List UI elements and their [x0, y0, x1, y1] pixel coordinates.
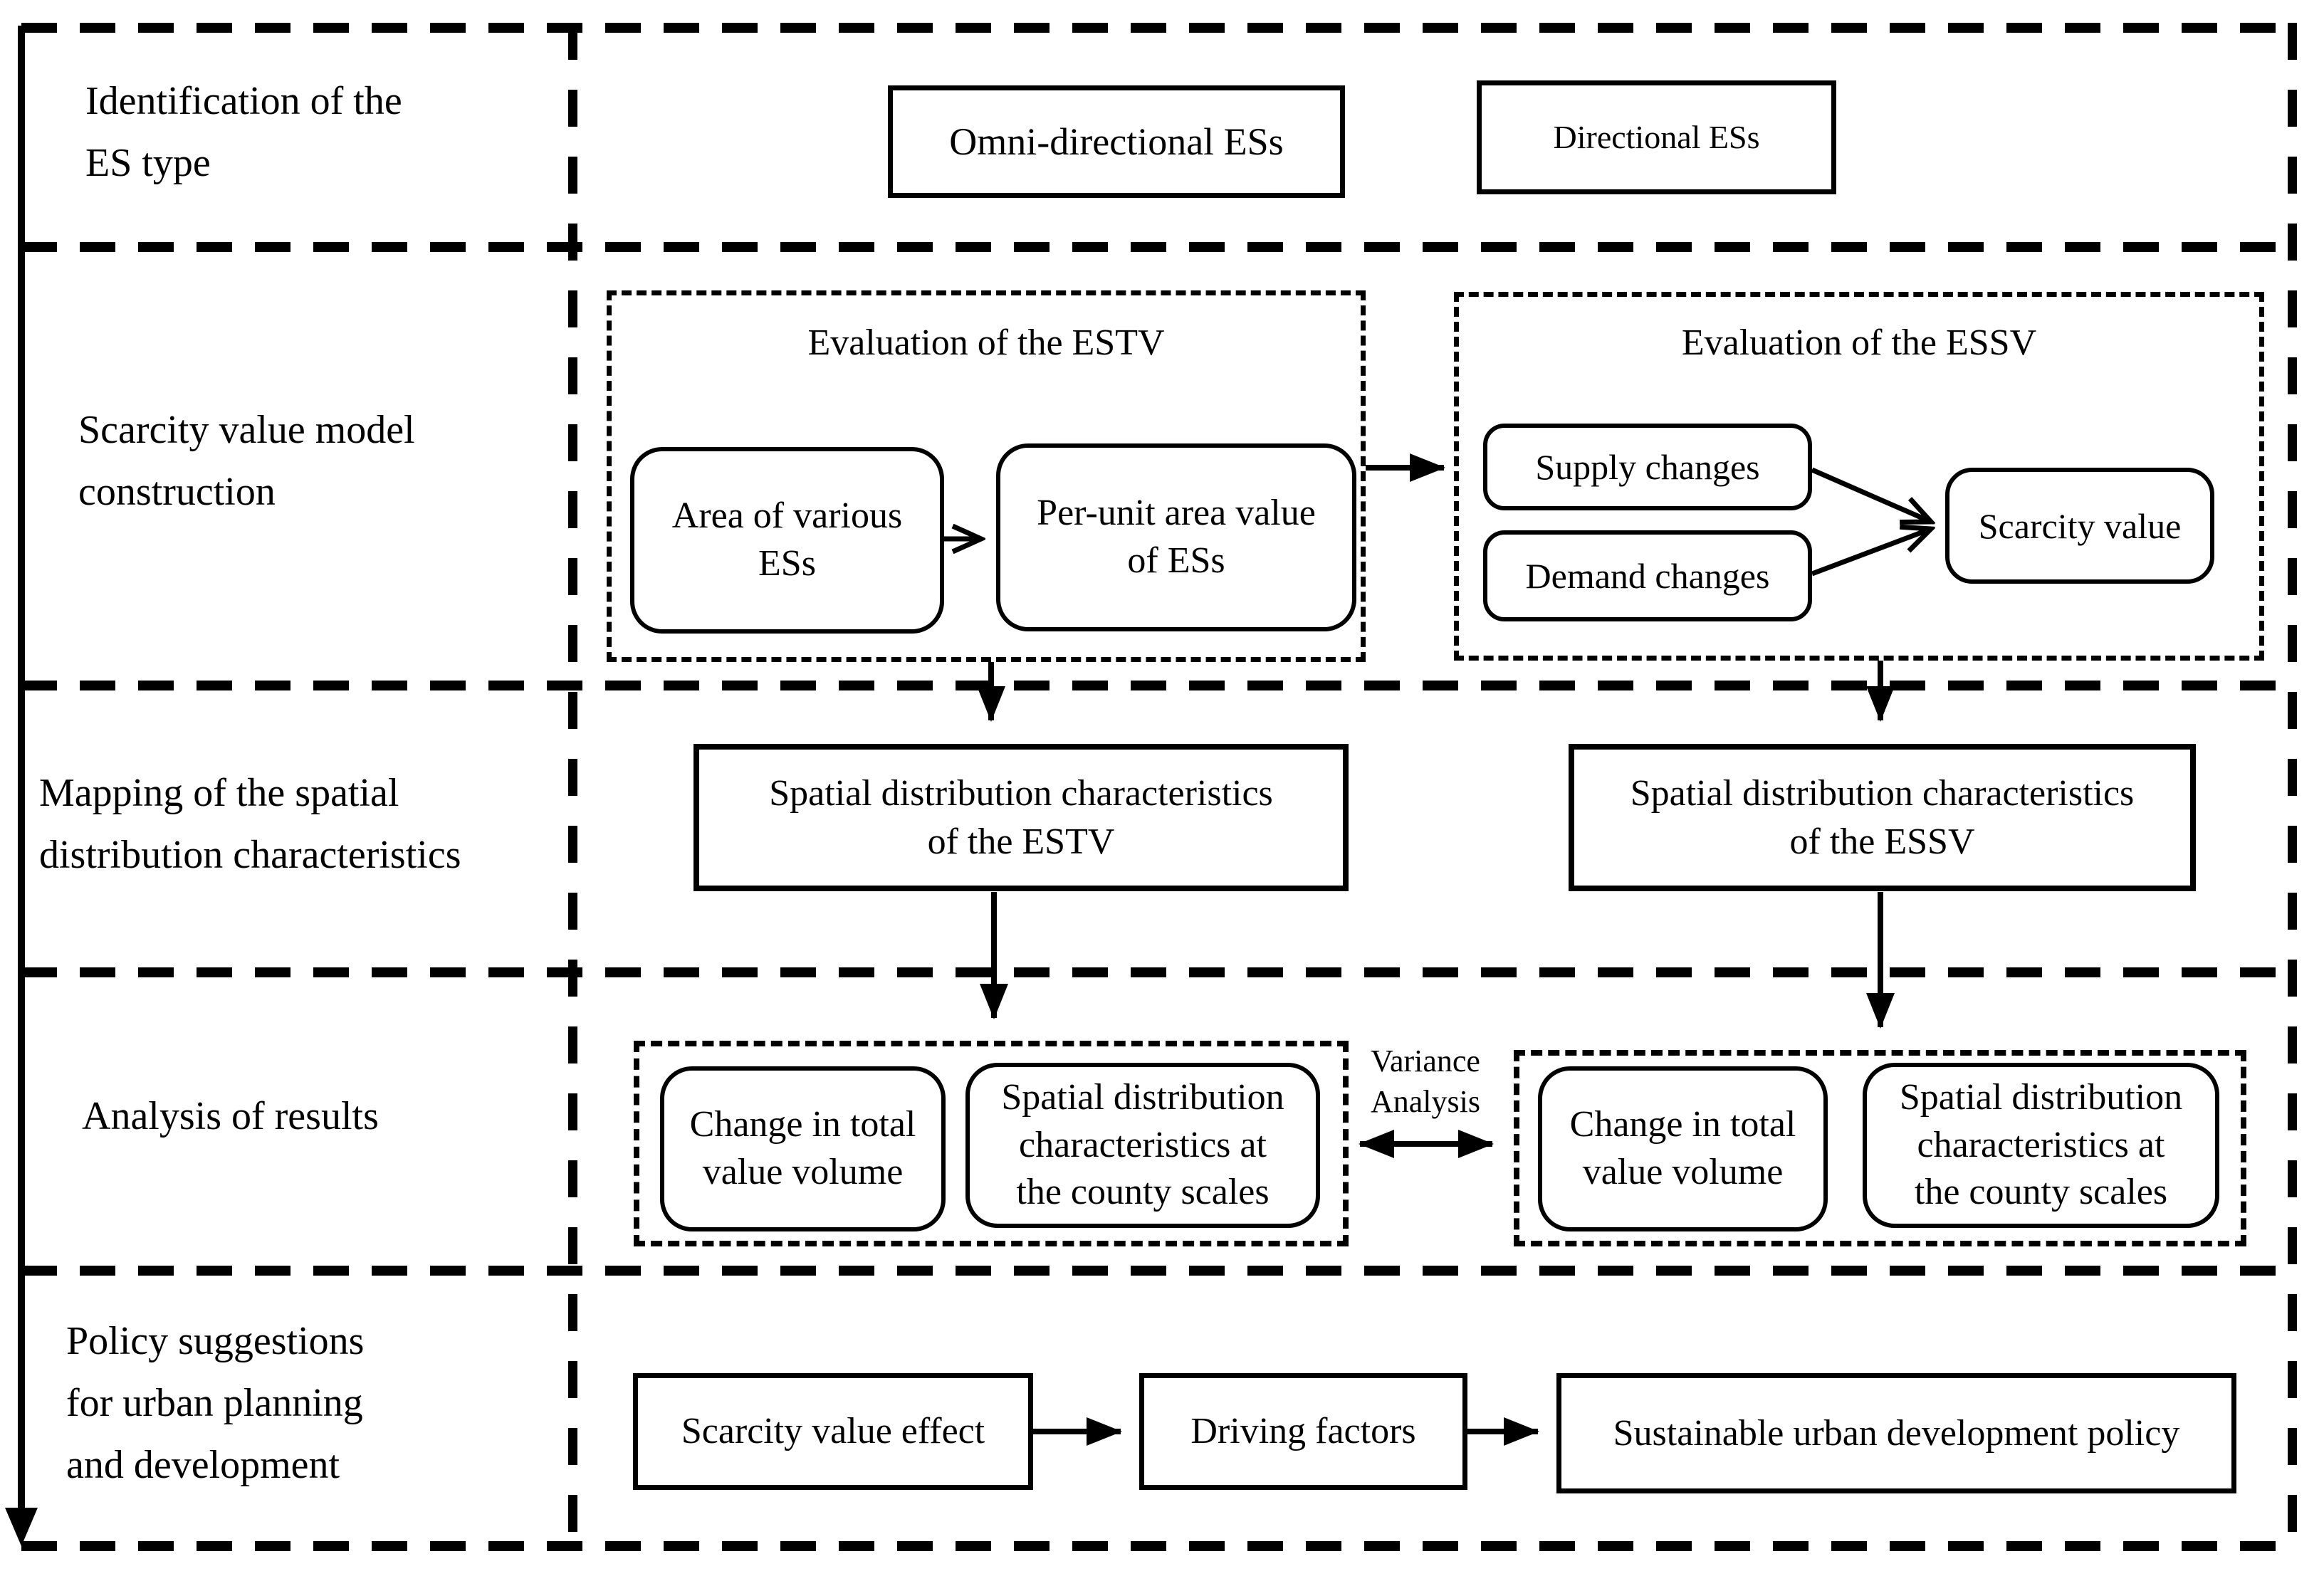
- row-divider-1: [21, 242, 2297, 252]
- change-total-value-box-left: Change in total value volume: [660, 1066, 946, 1231]
- variance-analysis-label: Variance Analysis: [1371, 1044, 1480, 1120]
- row-label-policy: Policy suggestions for urban planning an…: [66, 1319, 365, 1487]
- scarcity-value-box: Scarcity value: [1945, 468, 2214, 584]
- estv-evaluation-title: Evaluation of the ESTV: [807, 322, 1165, 363]
- county-scale-characteristics-box-left: Spatial distribution characteristics at …: [965, 1063, 1320, 1228]
- supply-changes-box: Supply changes: [1483, 424, 1812, 510]
- border-right-line: [2288, 23, 2297, 1551]
- row-divider-4: [21, 1266, 2297, 1276]
- area-of-es-box: Area of various ESs: [630, 447, 944, 634]
- row-label-analysis: Analysis of results: [82, 1094, 379, 1139]
- label-column-divider: [568, 23, 577, 1551]
- row-divider-3: [21, 967, 2297, 977]
- county-scale-characteristics-box-right: Spatial distribution characteristics at …: [1863, 1063, 2219, 1228]
- spatial-characteristics-essv-box: Spatial distribution characteristics of …: [1569, 744, 2196, 891]
- scarcity-value-effect-box: Scarcity value effect: [633, 1373, 1033, 1490]
- spatial-characteristics-estv-box: Spatial distribution characteristics of …: [693, 744, 1349, 891]
- per-unit-area-value-box: Per-unit area value of ESs: [996, 443, 1356, 631]
- change-total-value-box-right: Change in total value volume: [1538, 1066, 1828, 1231]
- estv-evaluation-group: [607, 290, 1366, 662]
- row-label-model-construction: Scarcity value model construction: [78, 408, 415, 514]
- border-top-line: [21, 23, 2297, 33]
- omni-directional-es-box: Omni-directional ESs: [888, 85, 1345, 198]
- border-bottom-line: [21, 1541, 2297, 1551]
- row-divider-2: [21, 681, 2297, 690]
- demand-changes-box: Demand changes: [1483, 530, 1812, 621]
- sustainable-policy-box: Sustainable urban development policy: [1556, 1373, 2236, 1493]
- essv-evaluation-group: [1454, 292, 2264, 661]
- essv-evaluation-title: Evaluation of the ESSV: [1681, 322, 2037, 363]
- row-label-mapping: Mapping of the spatial distribution char…: [39, 770, 461, 877]
- row-label-es-type: Identification of the ES type: [85, 79, 402, 185]
- analysis-essv-group: [1514, 1050, 2246, 1246]
- driving-factors-box: Driving factors: [1139, 1373, 1467, 1490]
- directional-es-box: Directional ESs: [1477, 80, 1836, 194]
- analysis-estv-group: [634, 1041, 1349, 1246]
